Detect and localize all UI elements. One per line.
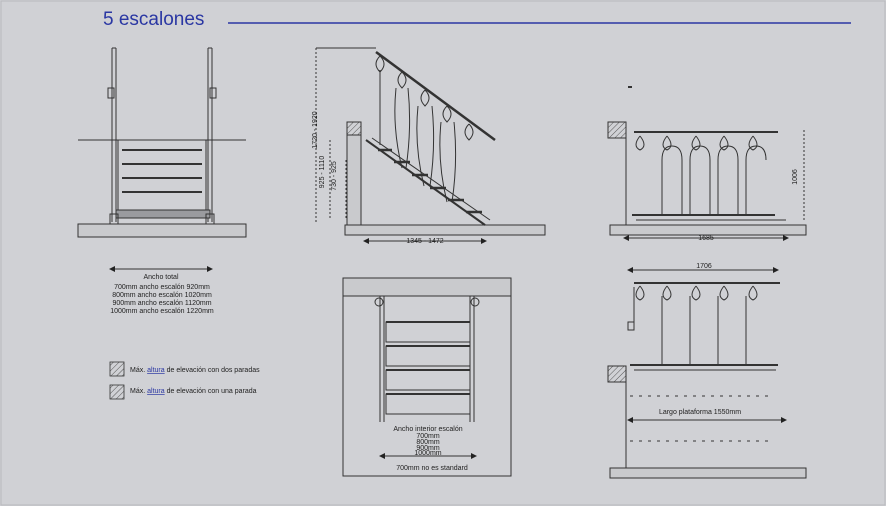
- side-dim-low-height: 730 - 925: [331, 161, 338, 191]
- platform-label: Largo plataforma 1550mm: [659, 409, 741, 416]
- top-view-size-2: 800mm: [416, 439, 440, 446]
- folded-view: [607, 86, 807, 241]
- legend-two-stops: Máx. altura de elevación con dos paradas: [130, 367, 260, 374]
- front-option-4: 1000mm ancho escalón 1220mm: [110, 308, 214, 315]
- side-dim-mid-height: 925 - 1110: [319, 156, 326, 189]
- folded-dim-height: 1006: [792, 169, 799, 185]
- side-dim-length: 1345 - 1472: [406, 238, 443, 245]
- side-dim-total-height: 1720 - 1920: [312, 111, 319, 148]
- front-option-3: 900mm ancho escalón 1120mm: [112, 300, 211, 307]
- platform-dim-width: 1706: [696, 263, 712, 270]
- front-view: [77, 47, 247, 272]
- front-width-label: Ancho total: [143, 274, 178, 281]
- folded-dim-length: 1685: [698, 235, 714, 242]
- platform-view: [607, 267, 807, 479]
- slide-title: 5 escalones: [103, 9, 205, 30]
- top-view-label: Ancho interior escalón: [393, 426, 462, 433]
- top-view: [342, 277, 512, 477]
- front-option-2: 800mm ancho escalón 1020mm: [112, 292, 212, 299]
- top-view-size-1: 700mm: [416, 433, 440, 440]
- top-view-note: 700mm no es standard: [396, 465, 468, 472]
- front-option-1: 700mm ancho escalón 920mm: [114, 284, 210, 291]
- side-view: [315, 47, 546, 244]
- legend-swatch-one-stop: [109, 384, 125, 400]
- legend-swatch-two-stops: [109, 361, 125, 377]
- legend-one-stop: Máx. altura de elevación con una parada: [130, 388, 257, 395]
- top-view-size-3: 900mm: [416, 445, 440, 452]
- top-view-size-4: 1000mm: [414, 450, 441, 457]
